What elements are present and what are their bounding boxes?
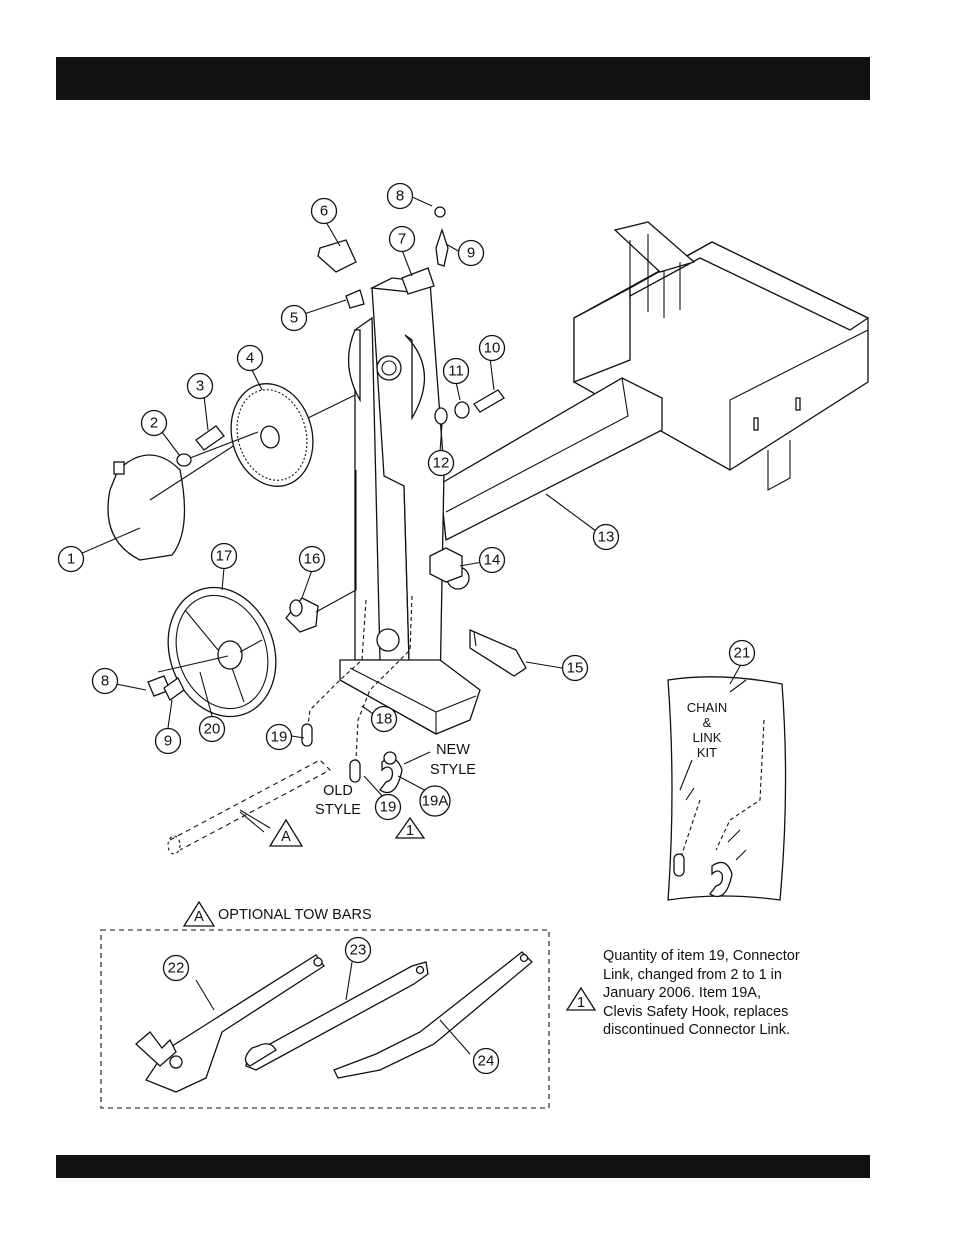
callout-10: 10 [480,336,505,361]
svg-text:16: 16 [304,551,321,568]
optional-towbar-outline [168,760,330,854]
callout-2: 2 [142,411,167,436]
callout-9: 9 [459,241,484,266]
callout-21: 21 [730,641,755,666]
callout-24: 24 [474,1049,499,1074]
svg-text:22: 22 [168,960,185,977]
label-kit-amp: & [703,715,712,730]
svg-text:14: 14 [484,552,501,569]
svg-text:19: 19 [380,799,397,816]
note-line: Link, changed from 2 to 1 in [603,966,853,985]
svg-text:12: 12 [433,455,450,472]
svg-text:23: 23 [350,942,367,959]
callout-19a: 19 [267,725,292,750]
revision-note: Quantity of item 19, Connector Link, cha… [603,947,853,1040]
tow-tube [440,378,662,540]
label-kit-kit: KIT [697,745,717,760]
callout-6: 6 [312,199,337,224]
callout-16: 16 [300,547,325,572]
callout-20: 20 [200,717,225,742]
optional-tow-bars-box [101,930,549,1108]
svg-text:15: 15 [567,660,584,677]
svg-text:3: 3 [196,378,204,395]
svg-text:19: 19 [271,729,288,746]
svg-text:8: 8 [101,673,109,690]
svg-text:1: 1 [67,551,75,568]
callout-8b: 8 [93,669,118,694]
callout-22: 22 [164,956,189,981]
label-new: NEW [436,742,470,758]
svg-text:9: 9 [467,245,475,262]
base-skid [340,660,480,734]
label-new-style: STYLE [430,762,476,778]
label-old: OLD [323,783,353,799]
svg-text:17: 17 [216,548,233,565]
svg-text:A: A [194,909,204,925]
svg-text:24: 24 [478,1053,495,1070]
callout-4: 4 [238,346,263,371]
marker-triangle-a-diagram: A [270,820,302,846]
svg-text:13: 13 [598,529,615,546]
callout-1: 1 [59,547,84,572]
svg-text:11: 11 [448,363,464,380]
callout-7: 7 [390,227,415,252]
callout-11: 11 [444,359,469,384]
svg-text:19A: 19A [422,793,449,810]
svg-text:6: 6 [320,203,328,220]
label-kit-chain: CHAIN [687,700,727,715]
svg-text:18: 18 [376,711,393,728]
note-line: Clevis Safety Hook, replaces [603,1003,853,1022]
svg-text:10: 10 [484,340,501,357]
callout-3: 3 [188,374,213,399]
callout-18: 18 [372,707,397,732]
svg-text:4: 4 [246,350,254,367]
callout-14: 14 [480,548,505,573]
note-line: Quantity of item 19, Connector [603,947,853,966]
svg-text:2: 2 [150,415,158,432]
svg-text:20: 20 [204,721,221,738]
marker-triangle-1-note: 1 [567,988,595,1011]
callout-5: 5 [282,306,307,331]
svg-text:7: 7 [398,231,406,248]
svg-text:5: 5 [290,310,298,327]
callout-13: 13 [594,525,619,550]
note-line: discontinued Connector Link. [603,1021,853,1040]
svg-text:1: 1 [406,823,414,839]
callout-8: 8 [388,184,413,209]
marker-triangle-1-diagram: 1 [396,818,424,839]
callout-12: 12 [429,451,454,476]
winch-gear [220,374,355,495]
callout-19A: 19A [420,786,450,816]
callout-17: 17 [212,544,237,569]
callout-9b: 9 [156,729,181,754]
label-kit-link: LINK [693,730,722,745]
callout-19b: 19 [376,795,401,820]
marker-triangle-a-heading: A [184,902,214,926]
svg-text:A: A [281,829,291,845]
svg-text:9: 9 [164,733,172,750]
callout-23: 23 [346,938,371,963]
svg-text:1: 1 [577,995,585,1011]
svg-text:21: 21 [734,645,751,662]
label-old-style: STYLE [315,802,361,818]
note-line: January 2006. Item 19A, [603,984,853,1003]
svg-text:8: 8 [396,188,404,205]
label-optional-tow-bars: OPTIONAL TOW BARS [218,907,372,923]
callout-15: 15 [563,656,588,681]
